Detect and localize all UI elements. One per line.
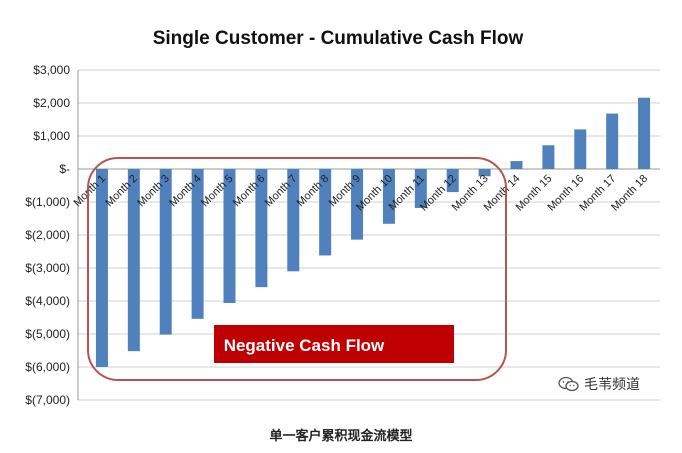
figure-caption: 单一客户累积现金流模型	[269, 429, 413, 444]
bar	[478, 169, 491, 177]
bar	[127, 169, 140, 352]
bar	[319, 169, 332, 256]
y-tick-label: $(2,000)	[25, 228, 70, 242]
annotation-outline	[87, 157, 507, 381]
y-axis-ticks: $3,000 $2,000 $1,000 $- $(1,000) $(2,000) $(3,…	[25, 63, 70, 407]
watermark: 毛苇频道	[558, 373, 678, 395]
y-tick-label: $1,000	[33, 129, 70, 143]
y-tick-label: $-	[59, 162, 70, 176]
bar	[606, 113, 619, 169]
bar	[510, 161, 523, 169]
bar	[223, 169, 236, 303]
bar	[574, 129, 587, 169]
y-tick-label: $(3,000)	[25, 261, 70, 275]
annotation-label-box	[214, 325, 454, 363]
y-tick-label: $(6,000)	[25, 360, 70, 374]
y-tick-label: $(1,000)	[25, 195, 70, 209]
bar	[159, 169, 172, 335]
annotation-label: Negative Cash Flow	[224, 336, 385, 355]
bar	[255, 169, 268, 288]
bar	[638, 97, 651, 169]
y-tick-label: $(7,000)	[25, 393, 70, 407]
y-tick-label: $(5,000)	[25, 327, 70, 341]
watermark-text: 毛苇频道	[584, 377, 640, 393]
y-tick-label: $(4,000)	[25, 294, 70, 308]
bar	[95, 169, 108, 367]
wechat-icon	[558, 376, 579, 392]
y-tick-label: $3,000	[33, 63, 70, 77]
cash-flow-chart: Single Customer - Cumulative Cash Flow $…	[25, 28, 660, 407]
bar	[351, 169, 364, 240]
bar	[191, 169, 204, 319]
bar	[542, 145, 555, 169]
negative-cash-flow-annotation: Negative Cash Flow	[87, 157, 507, 381]
bar	[446, 169, 459, 193]
bar	[414, 169, 427, 208]
bar	[382, 169, 395, 224]
bar	[287, 169, 300, 272]
chart-title: Single Customer - Cumulative Cash Flow	[153, 28, 524, 49]
y-tick-label: $2,000	[33, 96, 70, 110]
bar-series	[95, 97, 651, 367]
